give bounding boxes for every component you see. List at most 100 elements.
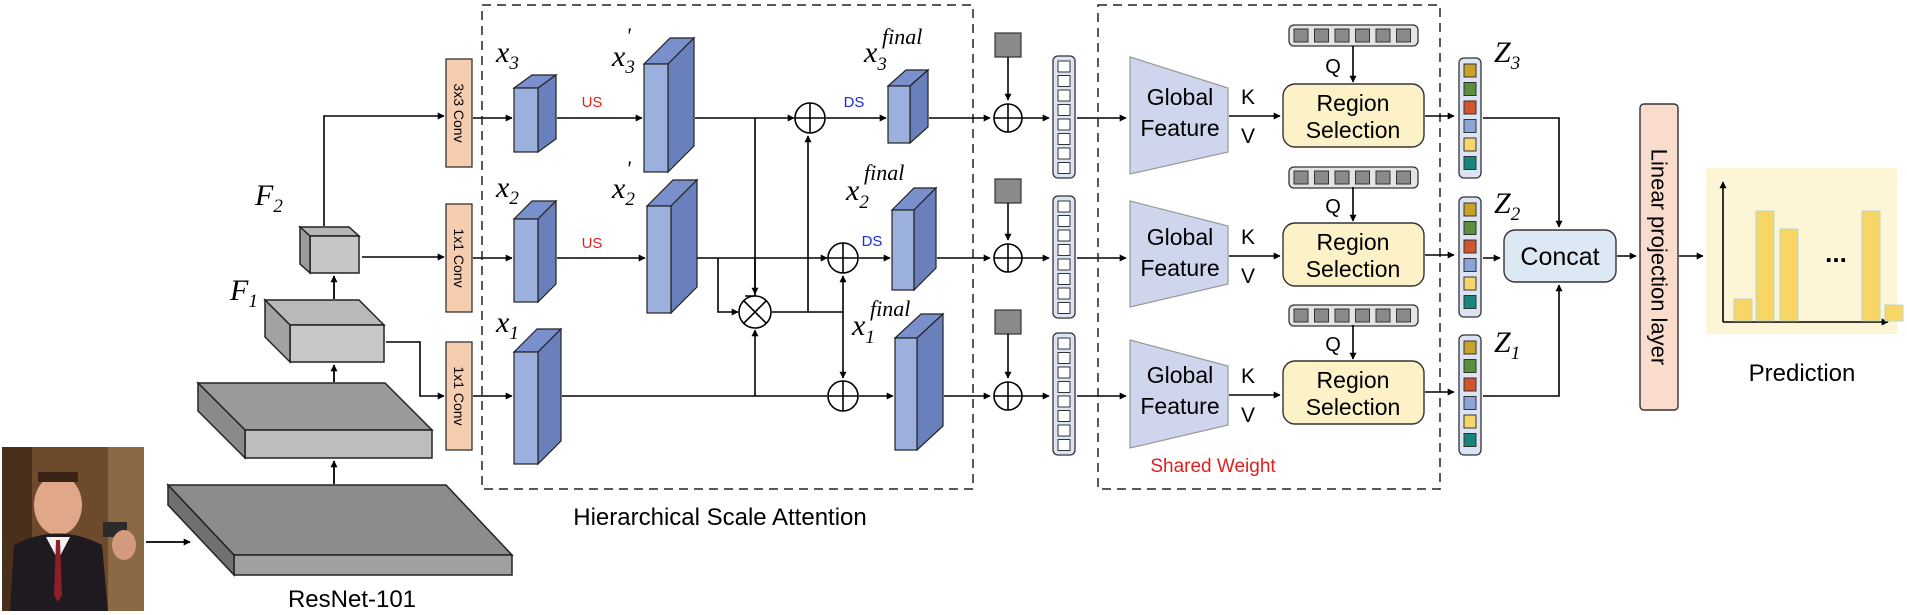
query-strip-bottom [1288,304,1419,327]
label-x2-final-sup: final [870,296,910,321]
output-token-column-top [1458,57,1482,179]
label-x3-prime-mark: ' [626,23,631,48]
q-label-top: Q [1325,56,1341,78]
ds-label-top: DS [844,94,865,111]
svg-text:Feature: Feature [1140,393,1219,419]
ds-label-mid: DS [862,233,883,250]
token-column-top [1052,55,1076,179]
label-z2: Z2 [1494,187,1521,225]
backbone-stage-2 [263,298,386,364]
token-column-mid [1052,195,1076,319]
position-token-bottom [994,309,1022,335]
q-label-bottom: Q [1325,334,1341,356]
label-x2-prime: x2 [611,172,635,210]
svg-text:Selection: Selection [1306,117,1401,143]
global-feature-top: Global Feature [1129,56,1229,175]
conv-label-bottom: 1x1 Conv [451,366,467,425]
label-x1: x1 [495,306,519,344]
prediction-bar [1884,304,1904,322]
position-token-top [994,32,1022,58]
shared-weight-dashed-border [1097,4,1441,490]
position-token-mid [994,178,1022,204]
feature-label-f2: F2 [254,179,283,217]
label-x2-final: x2 [845,174,869,213]
embed-row-top [929,32,1050,133]
svg-text:Selection: Selection [1306,256,1401,282]
token-column-bottom [1052,332,1076,456]
backbone-stage-1 [298,225,361,275]
svg-text:Feature: Feature [1140,255,1219,281]
multiply-op [738,295,772,329]
conv-1x1-mid: 1x1 Conv [445,203,473,313]
block-x3-upsampled [642,36,696,174]
svg-text:Region: Region [1317,90,1390,116]
q-label-mid: Q [1325,196,1341,218]
svg-text:Selection: Selection [1306,394,1401,420]
hsa-dashed-border [481,4,974,490]
prediction-ellipsis: ... [1825,238,1847,268]
output-token-column-bottom [1458,334,1482,456]
query-strip-mid [1288,166,1419,189]
label-x2: x2 [495,171,519,209]
output-token-column-mid [1458,196,1482,318]
svg-text:Global: Global [1147,362,1213,388]
k-label-mid: K [1241,226,1255,249]
prediction-bar [1755,210,1775,322]
concat-box: Concat [1503,229,1617,283]
global-feature-bottom: Global Feature [1129,339,1229,449]
linear-projection-layer: Linear projection layer [1639,103,1679,411]
k-label-bottom: K [1241,365,1255,388]
conv-label-top: 3x3 Conv [451,83,467,142]
v-label-top: V [1241,125,1255,148]
embed-row-mid [937,178,1050,273]
prediction-bars [1733,210,1904,322]
input-image [2,447,144,611]
prediction-label: Prediction [1749,360,1856,387]
label-x3-final: x3 [863,36,887,75]
label-x1-final: x1 [851,309,875,348]
prediction-bar [1779,228,1799,322]
add-op-top [794,102,826,134]
region-selection-top: Region Selection [1282,83,1425,148]
label-x3-final-sup: final [882,24,922,49]
linear-projection-label: Linear projection layer [1647,149,1672,365]
k-label-top: K [1241,86,1255,109]
backbone-stage-3 [196,381,434,460]
us-label-mid: US [582,235,603,252]
block-x1-final [893,312,945,452]
label-x2-final-sup: final [864,160,904,185]
query-strips [1288,24,1419,327]
block-x1 [512,327,563,466]
label-x2-prime-mark: ' [626,156,631,181]
prediction-bar [1861,210,1881,322]
label-x3: x3 [495,36,519,74]
svg-text:Region: Region [1317,367,1390,393]
block-x3 [512,73,558,154]
region-selection-mid: Region Selection [1282,222,1425,287]
query-strip-top [1288,24,1419,47]
concat-label: Concat [1520,243,1599,271]
token-columns [1052,55,1076,456]
label-z3: Z3 [1494,36,1520,74]
prediction-bar [1733,298,1753,322]
backbone-label: ResNet-101 [288,586,416,613]
v-label-mid: V [1241,265,1255,288]
svg-text:Feature: Feature [1140,115,1219,141]
conv-3x3-top: 3x3 Conv [445,58,473,168]
block-x2 [512,199,558,304]
global-feature-mid: Global Feature [1129,200,1229,308]
backbone-stage-4 [166,483,514,577]
label-x3-prime: x3 [611,40,635,78]
block-x3-final [886,68,930,145]
shared-weight-label: Shared Weight [1150,456,1276,477]
block-x2-upsampled [645,178,699,315]
svg-text:Region: Region [1317,229,1390,255]
us-label-top: US [582,94,603,111]
add-op-mid [827,242,859,274]
conv-1x1-bottom: 1x1 Conv [445,341,473,451]
label-z1: Z1 [1494,326,1520,364]
block-x2-final [890,186,938,292]
embed-row-bottom [944,309,1050,411]
hsa-label: Hierarchical Scale Attention [573,504,866,531]
feature-label-f1: F1 [229,274,258,312]
